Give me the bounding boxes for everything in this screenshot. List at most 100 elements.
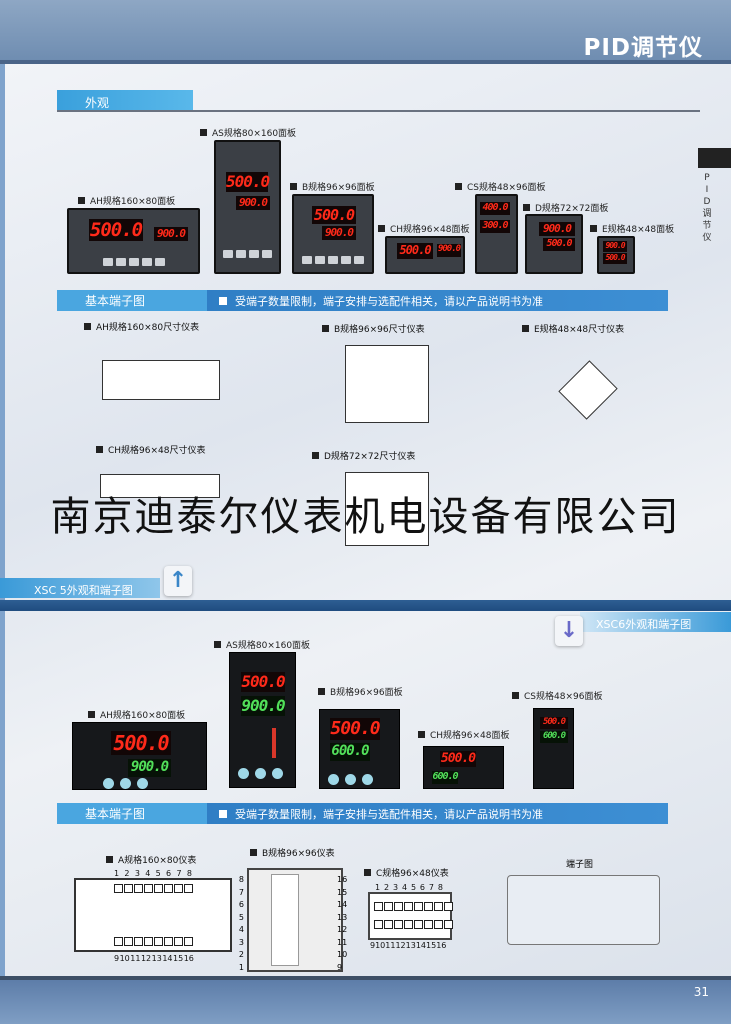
arrow-up-icon[interactable]: ↑ xyxy=(164,566,192,596)
sv-display: 900.0 xyxy=(322,226,356,240)
left-strip xyxy=(0,64,5,976)
bullet-icon xyxy=(219,296,227,305)
side-tab-text: P I D 调 节 仪 xyxy=(700,172,714,244)
terminal-number: 7 xyxy=(176,869,182,878)
sv-display: 500.0 xyxy=(603,253,627,264)
sv-display: 900.0 xyxy=(241,696,286,716)
panel-ch: 500.0 900.0 xyxy=(385,236,465,274)
terminal-number: 1 xyxy=(238,962,244,972)
terminal-number: 6 xyxy=(238,900,244,909)
terminal-number: 11 xyxy=(337,937,348,947)
sv-display: 900.0 xyxy=(154,227,188,241)
terminal-number: 10 xyxy=(375,941,386,950)
sv-display: 600.0 xyxy=(330,743,370,761)
terminal-number: 1 xyxy=(114,869,120,878)
terminal-number: 7 xyxy=(428,883,434,892)
diagram-title: D规格72×72尺寸仪表 xyxy=(312,449,415,462)
arrow-down-icon[interactable]: ↓ xyxy=(555,616,583,646)
pv-display: 900.0 xyxy=(539,222,575,236)
panel-b: 500.0 600.0 xyxy=(319,709,400,789)
terminal-number: 4 xyxy=(401,883,408,892)
terminal-number: 16 xyxy=(337,875,348,884)
panel-b: 500.0 900.0 xyxy=(292,194,374,274)
panel-ch: 500.0 600.0 xyxy=(423,746,504,789)
terminal-number: 14 xyxy=(415,941,427,950)
side-tab xyxy=(698,148,731,168)
side-char: 仪 xyxy=(702,233,712,243)
terminal-number: 12 xyxy=(337,925,348,934)
terminal-number: 7 xyxy=(238,887,244,897)
diagram-b xyxy=(345,345,429,423)
panel-caption: E规格48×48面板 xyxy=(590,222,674,235)
terminal-block-top xyxy=(114,884,193,893)
panel-caption: AS规格80×160面板 xyxy=(200,126,296,139)
terminal-number: 12 xyxy=(395,941,406,950)
section-divider xyxy=(0,600,731,611)
terminal-number: 14 xyxy=(337,900,348,909)
side-char: 调 xyxy=(702,209,712,219)
terminal-bar: 基本端子图 受端子数量限制，端子安排与选配件相关，请以产品说明书为准 xyxy=(57,290,668,311)
header-line xyxy=(0,60,731,64)
wiring-title: 端子图 xyxy=(566,860,594,870)
terminal-number: 1 xyxy=(375,883,381,892)
xsc6-label-bar xyxy=(580,612,731,632)
xsc5-label-bar xyxy=(0,578,160,598)
diagram-d xyxy=(345,472,429,546)
terminal-number: 6 xyxy=(419,883,426,892)
panel-buttons xyxy=(238,768,283,779)
pv-display: 500.0 xyxy=(397,243,433,259)
panel-caption: B规格96×96面板 xyxy=(318,685,403,698)
terminal-bar-label: 基本端子图 xyxy=(57,803,207,824)
panel-buttons xyxy=(294,256,372,264)
terminal-number: 11 xyxy=(385,941,396,950)
terminal-number: 16 xyxy=(183,954,194,963)
terminal-number: 12 xyxy=(140,954,152,963)
diagram-title: A规格160×80仪表 xyxy=(106,853,196,866)
panel-buttons xyxy=(328,774,373,785)
side-char: P xyxy=(704,173,710,183)
terminal-block-bottom xyxy=(114,937,193,946)
terminal-number: 2 xyxy=(124,869,130,878)
pv-display: 500.0 xyxy=(540,717,568,729)
terminal-number: 13 xyxy=(337,912,348,922)
terminal-number: 8 xyxy=(186,869,192,878)
diagram-b6 xyxy=(247,868,343,972)
panel-e: 900.0 500.0 xyxy=(597,236,635,274)
terminal-number: 5 xyxy=(410,883,417,892)
terminal-block-bottom xyxy=(374,920,453,929)
terminal-number: 16 xyxy=(436,941,447,950)
terminal-block-top xyxy=(374,902,453,911)
terminal-number: 15 xyxy=(173,954,184,963)
bargraph xyxy=(272,728,276,758)
diagram-title: E规格48×48尺寸仪表 xyxy=(522,322,624,335)
panel-caption: AH规格160×80面板 xyxy=(78,194,175,207)
terminal-number: 2 xyxy=(238,950,244,959)
pv-display: 500.0 xyxy=(241,672,286,692)
panel-as: 500.0 900.0 xyxy=(214,140,281,274)
terminal-note: 受端子数量限制，端子安排与选配件相关，请以产品说明书为准 xyxy=(235,807,543,821)
side-char: D xyxy=(703,197,711,207)
sv-display: 600.0 xyxy=(432,771,459,784)
pv-display: 400.0 xyxy=(480,202,510,215)
sv-display: 600.0 xyxy=(540,731,568,743)
wiring-diagram xyxy=(507,875,660,945)
terminal-number: 4 xyxy=(145,869,151,878)
terminal-number: 2 xyxy=(383,883,390,892)
panel-caption: AH规格160×80面板 xyxy=(88,708,185,721)
terminal-number: 5 xyxy=(155,869,161,878)
panel-ah: 500.0 900.0 xyxy=(67,208,200,274)
pv-display: 500.0 xyxy=(312,206,356,224)
panel-cs: 500.0 600.0 xyxy=(533,708,574,789)
diagram-e xyxy=(558,360,618,420)
terminal-number: 15 xyxy=(426,941,437,950)
terminal-number: 8 xyxy=(238,875,244,884)
diagram-title: AH规格160×80尺寸仪表 xyxy=(84,320,199,333)
diagram-ah xyxy=(102,360,220,400)
panel-caption: AS规格80×160面板 xyxy=(214,638,310,651)
terminal-number: 6 xyxy=(166,869,172,878)
